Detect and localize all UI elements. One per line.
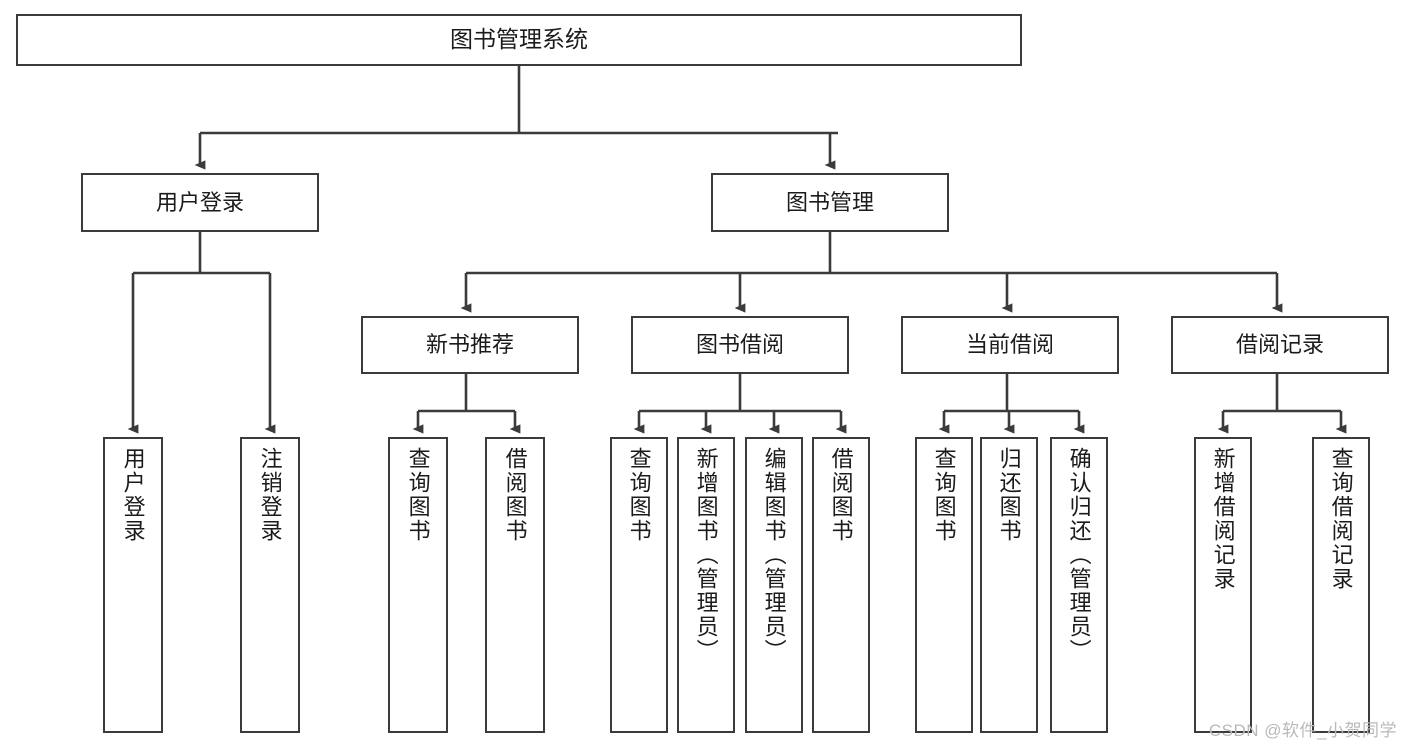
- node-leaf-rec-query-book[interactable]: 查询图书: [388, 437, 448, 733]
- node-user-login-label: 用户登录: [155, 189, 244, 215]
- node-book-manage-label: 图书管理: [785, 189, 874, 215]
- node-borrow-record[interactable]: 借阅记录: [1171, 316, 1389, 374]
- node-leaf-user-login[interactable]: 用户登录: [103, 437, 163, 733]
- node-leaf-borrow-add-book-label: 新增图书（管理员）: [693, 447, 719, 663]
- node-current-borrow-label: 当前借阅: [965, 332, 1054, 358]
- node-leaf-cur-return-book-label: 归还图书: [996, 447, 1022, 543]
- node-leaf-borrow-query-book[interactable]: 查询图书: [610, 437, 668, 733]
- node-new-book-rec[interactable]: 新书推荐: [361, 316, 579, 374]
- node-leaf-rec-add-record[interactable]: 新增借阅记录: [1194, 437, 1252, 733]
- node-leaf-borrow-edit-book[interactable]: 编辑图书（管理员）: [745, 437, 803, 733]
- node-leaf-cur-return-book[interactable]: 归还图书: [980, 437, 1038, 733]
- node-leaf-cur-confirm-return-label: 确认归还（管理员）: [1066, 447, 1092, 663]
- node-leaf-borrow-borrow-book[interactable]: 借阅图书: [812, 437, 870, 733]
- node-leaf-rec-query-record[interactable]: 查询借阅记录: [1312, 437, 1370, 733]
- node-leaf-rec-add-record-label: 新增借阅记录: [1210, 447, 1236, 591]
- node-leaf-borrow-query-book-label: 查询图书: [626, 447, 652, 543]
- node-leaf-user-login-label: 用户登录: [120, 447, 146, 543]
- node-leaf-cur-query-book[interactable]: 查询图书: [915, 437, 973, 733]
- node-book-borrow-label: 图书借阅: [695, 332, 784, 358]
- node-leaf-rec-query-book-label: 查询图书: [405, 447, 431, 543]
- node-book-borrow[interactable]: 图书借阅: [631, 316, 849, 374]
- node-root-label: 图书管理系统: [450, 26, 588, 53]
- node-leaf-rec-borrow-book-label: 借阅图书: [502, 447, 528, 543]
- node-leaf-cur-confirm-return[interactable]: 确认归还（管理员）: [1050, 437, 1108, 733]
- node-root[interactable]: 图书管理系统: [16, 14, 1022, 66]
- node-leaf-borrow-add-book[interactable]: 新增图书（管理员）: [677, 437, 735, 733]
- node-leaf-cur-query-book-label: 查询图书: [931, 447, 957, 543]
- node-leaf-borrow-borrow-book-label: 借阅图书: [828, 447, 854, 543]
- node-new-book-rec-label: 新书推荐: [425, 332, 514, 358]
- node-book-manage[interactable]: 图书管理: [711, 173, 949, 232]
- node-leaf-borrow-edit-book-label: 编辑图书（管理员）: [761, 447, 787, 663]
- node-leaf-user-logout-label: 注销登录: [257, 447, 283, 543]
- node-user-login[interactable]: 用户登录: [81, 173, 319, 232]
- node-leaf-rec-query-record-label: 查询借阅记录: [1328, 447, 1354, 591]
- node-leaf-rec-borrow-book[interactable]: 借阅图书: [485, 437, 545, 733]
- node-current-borrow[interactable]: 当前借阅: [901, 316, 1119, 374]
- node-leaf-user-logout[interactable]: 注销登录: [240, 437, 300, 733]
- node-borrow-record-label: 借阅记录: [1235, 332, 1324, 358]
